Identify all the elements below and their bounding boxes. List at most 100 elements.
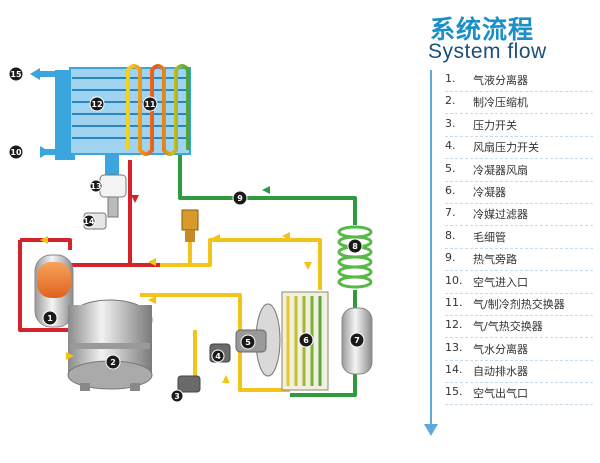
svg-text:14: 14 bbox=[83, 217, 95, 226]
legend-item: 1. 气液分离器 bbox=[445, 72, 595, 94]
legend-item-number: 1. bbox=[445, 72, 456, 85]
legend-item-number: 10. bbox=[445, 273, 463, 287]
legend-divider bbox=[445, 113, 593, 115]
legend-item: 7. 冷媒过滤器 bbox=[445, 206, 595, 228]
capillary-tube bbox=[337, 225, 373, 289]
marker-3: 3 bbox=[170, 389, 184, 403]
legend-item: 2. 制冷压缩机 bbox=[445, 94, 595, 116]
legend-item-label: 自动排水器 bbox=[473, 365, 528, 379]
legend-item-number: 5. bbox=[445, 161, 456, 175]
svg-text:1: 1 bbox=[47, 314, 53, 323]
marker-12: 12 bbox=[89, 96, 105, 112]
legend-divider bbox=[445, 135, 593, 137]
legend-item: 4. 风扇压力开关 bbox=[445, 139, 595, 161]
legend-divider bbox=[445, 247, 593, 249]
legend-divider bbox=[445, 202, 593, 204]
refrigeration-compressor bbox=[67, 299, 153, 391]
legend-divider bbox=[445, 314, 593, 316]
svg-text:15: 15 bbox=[10, 70, 22, 79]
legend-item-number: 12. bbox=[445, 318, 463, 332]
warm-pipe-lower bbox=[238, 355, 290, 392]
legend-item: 6. 冷凝器 bbox=[445, 184, 595, 206]
svg-text:6: 6 bbox=[303, 336, 309, 345]
legend-item-number: 8. bbox=[445, 228, 456, 242]
legend-item-label: 制冷压缩机 bbox=[473, 96, 528, 110]
water-separator bbox=[99, 174, 127, 218]
legend-divider bbox=[445, 292, 593, 294]
marker-6: 6 bbox=[298, 332, 314, 348]
svg-text:3: 3 bbox=[174, 392, 180, 401]
component-legend: 1. 气液分离器 2. 制冷压缩机 3. 压力开关 4. 风扇压力开关 5. 冷… bbox=[445, 72, 595, 408]
legend-divider bbox=[445, 91, 593, 92]
svg-text:4: 4 bbox=[215, 352, 221, 361]
legend-item: 5. 冷凝器风扇 bbox=[445, 162, 595, 184]
legend-divider bbox=[445, 180, 593, 182]
marker-7: 7 bbox=[349, 332, 365, 348]
legend-divider bbox=[445, 225, 593, 227]
svg-text:11: 11 bbox=[144, 100, 156, 109]
svg-text:2: 2 bbox=[110, 358, 116, 367]
air-outlet-arrow bbox=[30, 68, 40, 80]
legend-item-number: 9. bbox=[445, 251, 456, 265]
legend-item-label: 空气出气口 bbox=[473, 387, 528, 401]
warm-pipe-to-condenser bbox=[160, 238, 322, 290]
expansion-valve bbox=[181, 209, 199, 242]
legend-item-number: 3. bbox=[445, 116, 456, 130]
legend-item: 3. 压力开关 bbox=[445, 117, 595, 139]
legend-item: 14. 自动排水器 bbox=[445, 363, 595, 385]
legend-item: 9. 热气旁路 bbox=[445, 251, 595, 273]
marker-1: 1 bbox=[42, 310, 58, 326]
legend-item: 12. 气/气热交换器 bbox=[445, 318, 595, 340]
legend-item-label: 毛细管 bbox=[473, 230, 506, 244]
refrigerant-coil bbox=[126, 64, 190, 156]
cool-pipe-hot-gas-bypass bbox=[178, 150, 357, 225]
legend-item-label: 热气旁路 bbox=[473, 253, 517, 267]
legend-divider bbox=[445, 404, 593, 406]
legend-item: 8. 毛细管 bbox=[445, 229, 595, 251]
legend-item-label: 气水分离器 bbox=[473, 342, 528, 356]
legend-item-number: 14. bbox=[445, 363, 463, 377]
svg-text:9: 9 bbox=[237, 194, 243, 203]
legend-item-label: 气/制冷剂热交换器 bbox=[473, 297, 565, 311]
legend-item: 10. 空气进入口 bbox=[445, 274, 595, 296]
hot-pipe-left-loop bbox=[18, 240, 90, 332]
legend-divider bbox=[445, 270, 593, 272]
legend-arrow-down-icon bbox=[424, 424, 438, 436]
svg-text:13: 13 bbox=[90, 182, 101, 191]
legend-item-label: 风扇压力开关 bbox=[473, 141, 539, 155]
legend-item-label: 气/气热交换器 bbox=[473, 320, 543, 334]
marker-15: 15 bbox=[8, 66, 24, 82]
svg-text:5: 5 bbox=[245, 338, 251, 347]
legend-divider bbox=[445, 158, 593, 160]
legend-item-number: 13. bbox=[445, 340, 463, 354]
marker-4: 4 bbox=[211, 349, 225, 363]
legend-item-number: 4. bbox=[445, 139, 456, 153]
marker-8: 8 bbox=[347, 238, 363, 254]
marker-5: 5 bbox=[240, 334, 256, 350]
legend-item-label: 冷凝器风扇 bbox=[473, 163, 528, 177]
marker-2: 2 bbox=[105, 354, 121, 370]
legend-item-number: 6. bbox=[445, 183, 456, 197]
hot-pipe-left-top bbox=[20, 238, 72, 250]
svg-text:10: 10 bbox=[10, 148, 22, 157]
svg-text:12: 12 bbox=[91, 100, 102, 109]
cool-pipe-filter-to-condenser bbox=[290, 370, 357, 397]
title-chinese: 系统流程 bbox=[430, 15, 535, 44]
marker-14: 14 bbox=[82, 214, 96, 228]
legend-divider bbox=[445, 359, 593, 361]
svg-text:8: 8 bbox=[352, 242, 358, 251]
legend-item-number: 11. bbox=[445, 295, 463, 309]
cool-refrigerant-pipes bbox=[178, 150, 357, 397]
legend-item-number: 7. bbox=[445, 206, 456, 220]
title-english: System flow bbox=[428, 40, 547, 63]
legend-item-label: 冷凝器 bbox=[473, 185, 506, 199]
legend-item-label: 空气进入口 bbox=[473, 275, 528, 289]
legend-divider bbox=[445, 382, 593, 384]
legend-item-number: 2. bbox=[445, 94, 456, 108]
legend-item-label: 冷媒过滤器 bbox=[473, 208, 528, 222]
marker-13: 13 bbox=[89, 179, 103, 193]
legend-item: 15. 空气出气口 bbox=[445, 385, 595, 407]
flow-arrows bbox=[40, 186, 312, 383]
marker-9: 9 bbox=[232, 190, 248, 206]
